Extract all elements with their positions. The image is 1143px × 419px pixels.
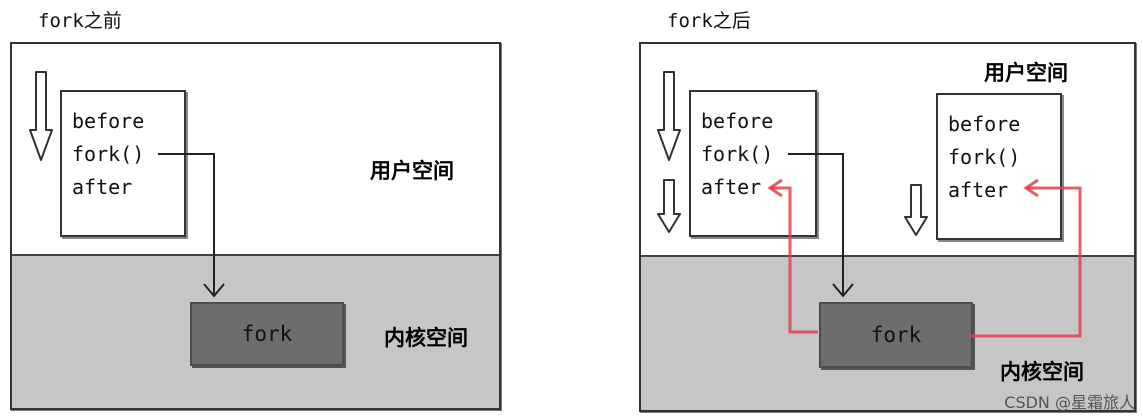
- child-return-arrow: [970, 186, 1082, 338]
- down-arrow-icon: [657, 179, 681, 233]
- arrowhead-icon: [832, 283, 854, 298]
- down-arrow-icon: [29, 71, 53, 161]
- child-code-box: before fork() after: [936, 93, 1062, 240]
- code-line-fork: fork(): [72, 142, 145, 166]
- after-panel: before fork() after before fork() after …: [639, 42, 1136, 412]
- after-kernel-fork-box: fork: [819, 302, 973, 368]
- before-code-box: before fork() after: [60, 90, 186, 237]
- child-code-line-before: before: [948, 112, 1021, 136]
- after-kernel-space-label: 内核空间: [1000, 360, 1084, 384]
- after-caption: fork之后: [667, 10, 751, 32]
- watermark: CSDN @星霜旅人: [1004, 393, 1135, 412]
- before-caption: fork之前: [38, 10, 122, 32]
- fork-call-arrow: [158, 153, 215, 296]
- parent-code-box: before fork() after: [689, 90, 817, 237]
- fork-call-arrow: [788, 153, 844, 296]
- down-arrow-icon: [904, 184, 928, 236]
- down-arrow-icon: [657, 71, 681, 161]
- arrowhead-icon: [203, 283, 225, 298]
- before-user-space-label: 用户空间: [370, 159, 454, 183]
- parent-code-line-after: after: [701, 175, 762, 199]
- before-kernel-space-label: 内核空间: [384, 326, 468, 350]
- parent-return-arrow: [770, 186, 818, 334]
- parent-code-line-fork: fork(): [701, 142, 774, 166]
- arrowhead-icon: [1023, 178, 1039, 198]
- after-user-space-label: 用户空间: [984, 61, 1068, 85]
- parent-code-line-before: before: [701, 109, 774, 133]
- before-kernel-fork-box: fork: [190, 302, 344, 366]
- code-line-before: before: [72, 109, 145, 133]
- child-code-line-after: after: [948, 178, 1009, 202]
- code-line-after: after: [72, 175, 133, 199]
- child-code-line-fork: fork(): [948, 145, 1021, 169]
- arrowhead-icon: [767, 178, 783, 198]
- before-panel: before fork() after fork 用户空间 内核空间: [10, 42, 501, 410]
